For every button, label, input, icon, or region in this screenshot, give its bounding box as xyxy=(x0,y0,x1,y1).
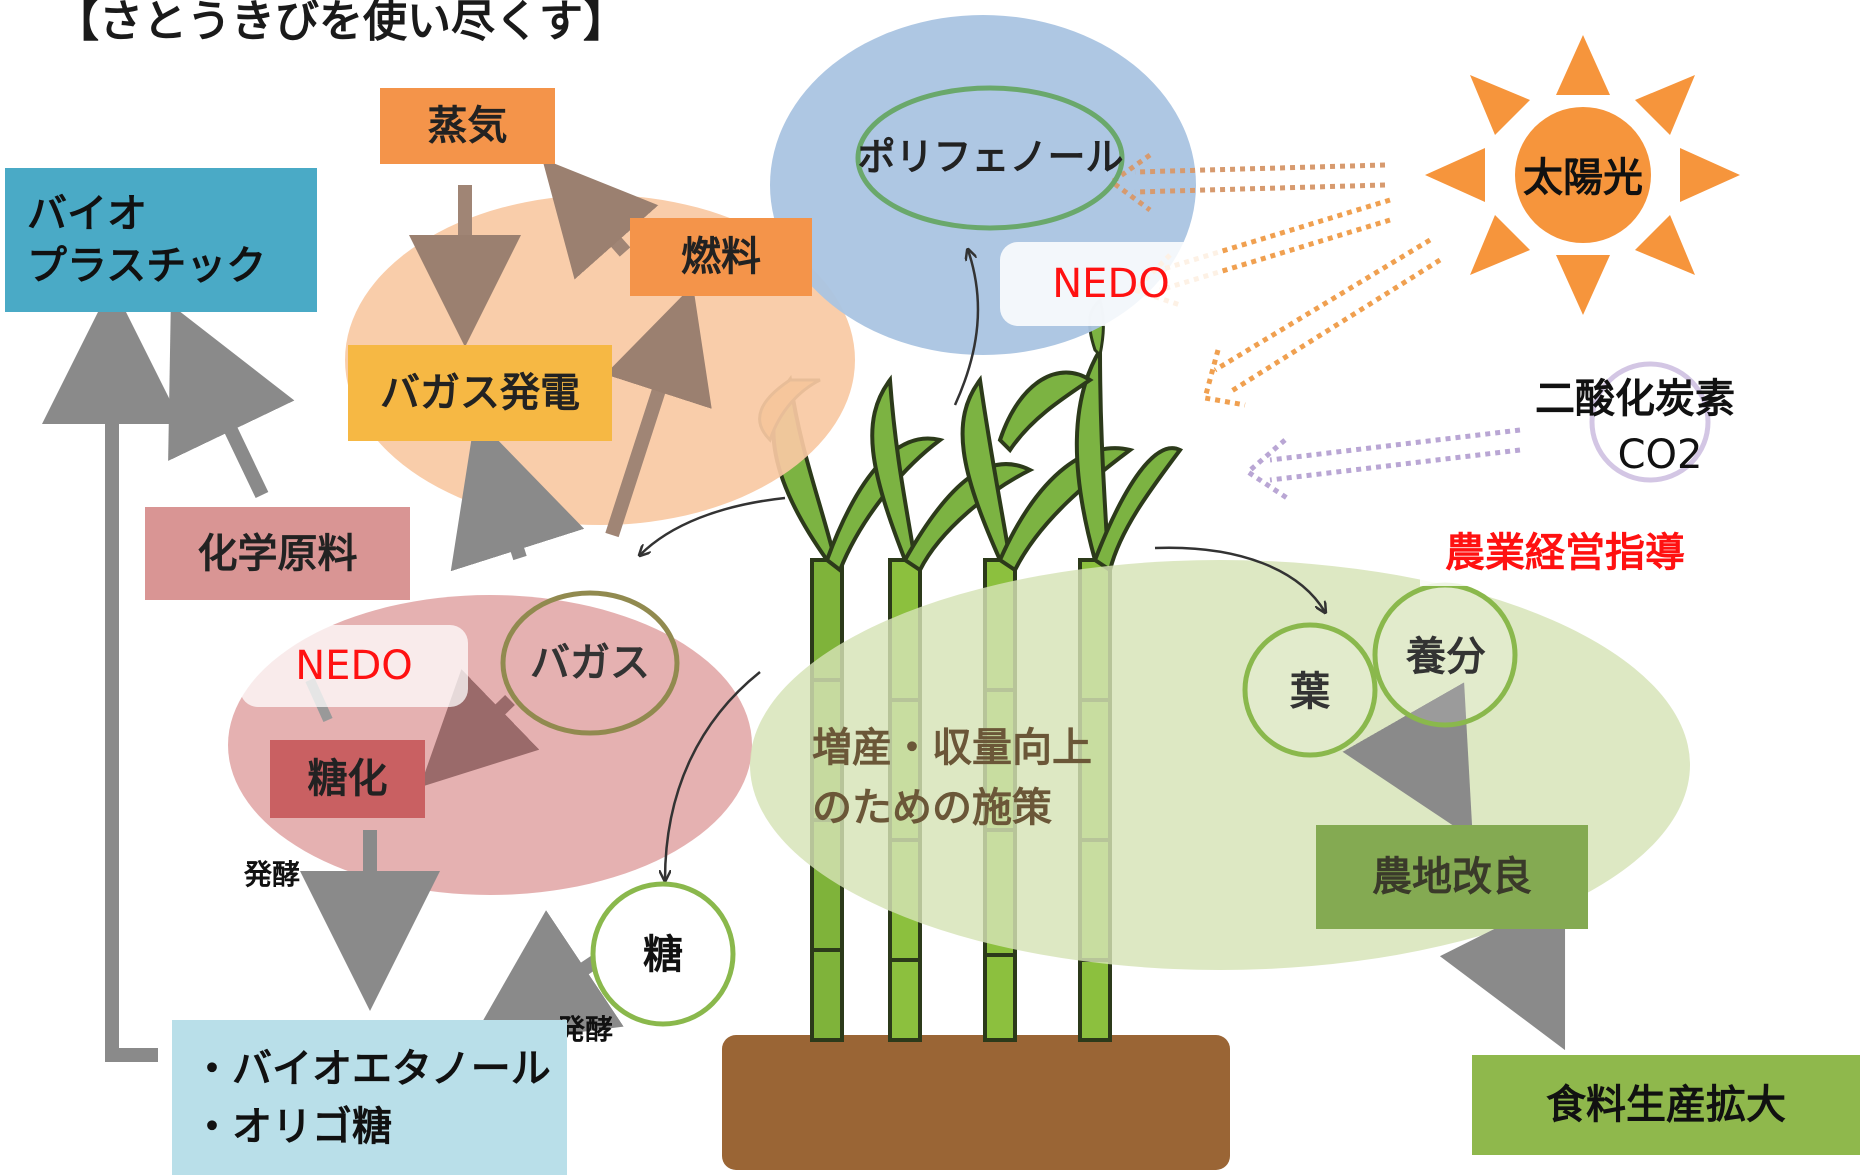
sun-icon xyxy=(1425,35,1740,315)
soil-improvement-box: 農地改良 xyxy=(1316,825,1588,929)
saccharification-box: 糖化 xyxy=(270,740,425,818)
products-box: ・バイオエタノール ・オリゴ糖 xyxy=(172,1020,567,1175)
products-line1: ・バイオエタノール xyxy=(192,1046,551,1092)
sunlight-label: 太陽光 xyxy=(1523,155,1643,201)
nedo-left-label: NEDO xyxy=(240,625,468,707)
nutrients-label: 養分 xyxy=(1406,634,1486,680)
bagasse-ring xyxy=(500,590,680,736)
farm-guidance-label: 農業経営指導 xyxy=(1420,520,1710,586)
polyphenol-label: ポリフェノール xyxy=(857,135,1124,180)
soil-bed xyxy=(722,1035,1230,1170)
food-expansion-box: 食料生産拡大 xyxy=(1472,1055,1860,1155)
co2-circle xyxy=(1589,361,1711,483)
co2-line2: CO2 xyxy=(1617,432,1703,478)
fermentation-left-label: 発酵 xyxy=(243,857,300,891)
page-title: 【さとうきびを使い尽くす】 xyxy=(55,0,627,47)
bagasse-label: バガス xyxy=(530,640,650,686)
curved-arrows xyxy=(640,250,1325,880)
chem-material-box: 化学原料 xyxy=(145,507,410,600)
bioplastic-line2: プラスチック xyxy=(27,243,267,289)
leaf-ring xyxy=(1242,622,1378,758)
bioplastic-line1: バイオ xyxy=(27,191,147,237)
bioplastic-box: バイオ プラスチック xyxy=(5,168,317,312)
steam-box: 蒸気 xyxy=(380,88,555,164)
sugar-label: 糖 xyxy=(643,932,683,978)
sugar-ring xyxy=(590,881,736,1027)
polyphenol-ring xyxy=(855,85,1125,231)
nedo-top-label: NEDO xyxy=(1000,242,1222,326)
co2-line1: 二酸化炭素 xyxy=(1535,376,1735,422)
leaf-label: 葉 xyxy=(1290,669,1330,715)
yield-measures-label: 増産・収量向上 のための施策 xyxy=(812,718,1192,848)
yield-line2: のための施策 xyxy=(812,785,1052,831)
flow-arrows xyxy=(42,158,1566,1062)
bagasse-power-box: バガス発電 xyxy=(348,345,612,441)
yield-line1: 増産・収量向上 xyxy=(812,725,1092,771)
fuel-box: 燃料 xyxy=(630,218,812,296)
products-line2: ・オリゴ糖 xyxy=(192,1104,392,1150)
